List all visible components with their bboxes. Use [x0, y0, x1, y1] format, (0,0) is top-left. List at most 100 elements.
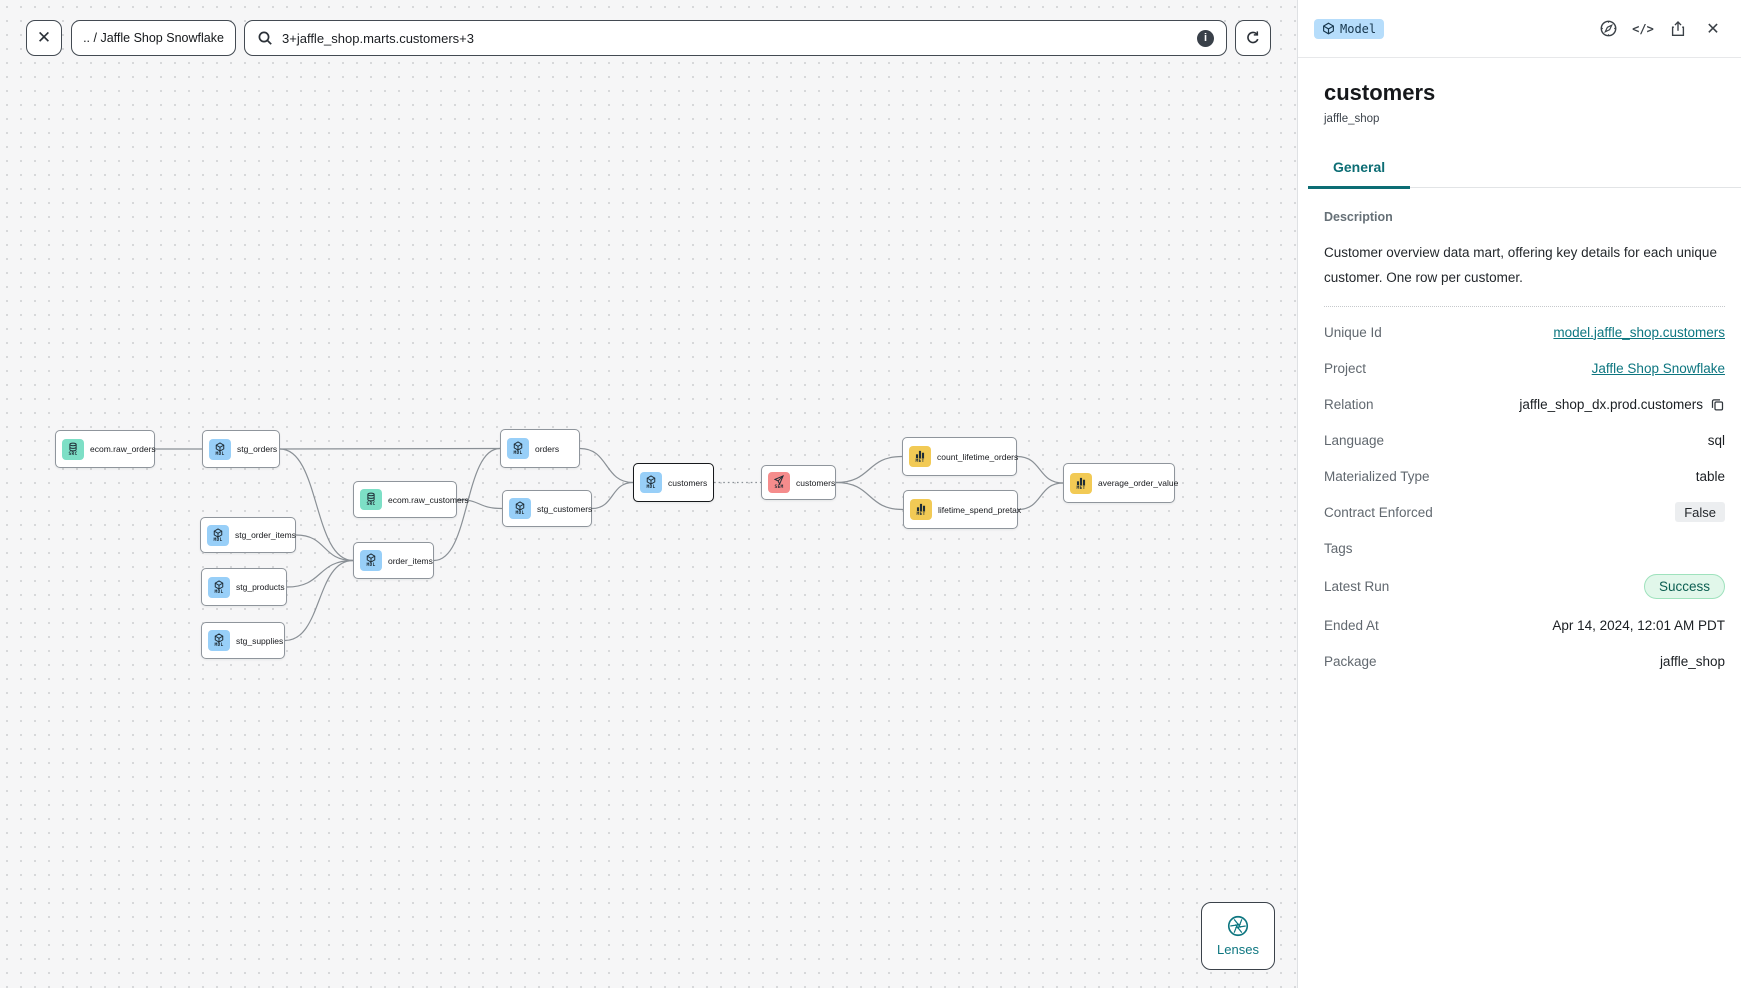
field-row-materialized-type: Materialized Type table: [1324, 458, 1725, 494]
src-type-icon: SRC: [360, 489, 382, 510]
field-label: Language: [1324, 432, 1385, 448]
package-subtitle: jaffle_shop: [1324, 113, 1380, 125]
edge-order_items-to-orders: [433, 447, 501, 562]
edge-stg_customers-to-customers_mdl: [591, 481, 634, 510]
field-row-package: Package jaffle_shop: [1324, 643, 1725, 679]
mdl-type-icon: MDL: [360, 550, 382, 571]
dotted-divider: [1324, 306, 1725, 307]
field-row-tags: Tags: [1324, 530, 1725, 566]
close-panel-icon[interactable]: ✕: [1706, 20, 1720, 38]
field-label: Ended At: [1324, 617, 1379, 633]
field-text: sql: [1707, 432, 1725, 448]
copy-icon[interactable]: [1710, 397, 1725, 412]
met-type-icon: MET: [910, 499, 932, 520]
field-row-project: Project Jaffle Shop Snowflake: [1324, 350, 1725, 386]
node-label: ecom.raw_orders: [90, 444, 156, 454]
lineage-edges: [155, 447, 1064, 642]
edge-customers_sem-to-lifetime_spend_pretax: [835, 481, 904, 511]
node-label: average_order_value: [1098, 478, 1179, 488]
graph-node-stg_orders[interactable]: MDL stg_orders: [202, 430, 280, 468]
node-label: order_items: [388, 555, 433, 566]
lineage-search-box: i: [244, 20, 1227, 56]
sem-type-icon: SEM: [768, 472, 790, 493]
graph-node-customers_mdl[interactable]: MDL customers: [633, 463, 714, 502]
graph-node-raw_customers[interactable]: SRC ecom.raw_customers: [353, 481, 469, 518]
mdl-type-icon: MDL: [208, 576, 230, 598]
node-label: count_lifetime_orders: [937, 451, 1019, 462]
edge-stg_products-to-order_items: [286, 559, 354, 588]
field-label: Tags: [1324, 540, 1353, 556]
node-label: lifetime_spend_pretax: [938, 504, 1022, 515]
graph-node-customers_sem[interactable]: SEM customers: [761, 465, 836, 500]
info-icon[interactable]: i: [1197, 29, 1214, 47]
field-row-ended-at: Ended At Apr 14, 2024, 12:01 AM PDT: [1324, 607, 1725, 643]
field-label: Latest Run: [1324, 579, 1390, 594]
mdl-type-icon: MDL: [509, 498, 531, 519]
field-label: Contract Enforced: [1324, 504, 1433, 520]
field-row-contract-enforced: Contract Enforced False: [1324, 494, 1725, 530]
edge-lifetime_spend_pretax-to-average_order_value: [1017, 482, 1064, 511]
field-label: Unique Id: [1324, 324, 1382, 340]
node-label: orders: [535, 443, 560, 454]
details-panel: Model </> ✕ customers jaffle_shop: [1297, 0, 1741, 988]
node-label: stg_orders: [237, 444, 278, 454]
node-label: customers: [668, 477, 708, 488]
edge-stg_order_items-to-order_items: [295, 534, 354, 562]
field-text: jaffle_shop_dx.prod.customers: [1519, 396, 1703, 412]
close-lineage-button[interactable]: ✕: [26, 20, 62, 56]
lineage-selector-input[interactable]: [282, 30, 1188, 46]
edge-stg_orders-to-orders: [279, 447, 501, 450]
met-type-icon: MET: [1070, 472, 1092, 494]
graph-node-count_lifetime_orders[interactable]: MET count_lifetime_orders: [902, 437, 1019, 476]
edge-count_lifetime_orders-to-average_order_value: [1016, 455, 1064, 484]
description-text: Customer overview data mart, offering ke…: [1324, 245, 1717, 285]
graph-node-stg_customers[interactable]: MDL stg_customers: [502, 490, 592, 527]
mdl-type-icon: MDL: [640, 472, 662, 493]
node-label: stg_order_items: [235, 530, 296, 540]
graph-node-order_items[interactable]: MDL order_items: [353, 542, 434, 579]
graph-node-average_order_value[interactable]: MET average_order_value: [1063, 463, 1179, 503]
search-icon: [257, 30, 273, 46]
explore-compass-icon[interactable]: [1598, 19, 1618, 39]
field-link[interactable]: Jaffle Shop Snowflake: [1591, 360, 1725, 376]
lenses-label: Lenses: [1217, 942, 1259, 957]
field-text: table: [1695, 468, 1725, 484]
resource-type-badge: Model: [1314, 18, 1385, 39]
contract-enforced-badge: False: [1675, 502, 1725, 522]
field-row-language: Language sql: [1324, 422, 1725, 458]
field-label: Package: [1324, 653, 1377, 669]
model-cube-icon: [1322, 22, 1335, 35]
graph-node-lifetime_spend_pretax[interactable]: MET lifetime_spend_pretax: [903, 490, 1022, 529]
field-label: Materialized Type: [1324, 468, 1430, 484]
refresh-button[interactable]: [1235, 20, 1271, 56]
field-text: Apr 14, 2024, 12:01 AM PDT: [1552, 617, 1725, 633]
description-section-label: Description: [1324, 210, 1393, 224]
edge-customers_sem-to-count_lifetime_orders: [835, 455, 903, 484]
field-label: Project: [1324, 360, 1367, 376]
resource-type-label: Model: [1340, 21, 1377, 36]
node-label: ecom.raw_customers: [388, 494, 469, 505]
lenses-button[interactable]: Lenses: [1201, 902, 1275, 970]
node-label: stg_supplies: [236, 635, 284, 646]
tab-general[interactable]: General: [1308, 159, 1411, 189]
field-link[interactable]: model.jaffle_shop.customers: [1553, 324, 1725, 340]
breadcrumb[interactable]: .. / Jaffle Shop Snowflake: [71, 20, 236, 56]
field-row-unique-id: Unique Id model.jaffle_shop.customers: [1324, 314, 1725, 350]
mdl-type-icon: MDL: [209, 438, 231, 460]
share-icon[interactable]: [1668, 19, 1688, 39]
code-icon[interactable]: </>: [1632, 21, 1654, 36]
panel-tabs: General: [1308, 159, 1741, 189]
node-label: customers: [796, 477, 836, 488]
node-label: stg_customers: [537, 503, 593, 514]
field-text: jaffle_shop: [1659, 653, 1725, 669]
met-type-icon: MET: [909, 446, 931, 467]
